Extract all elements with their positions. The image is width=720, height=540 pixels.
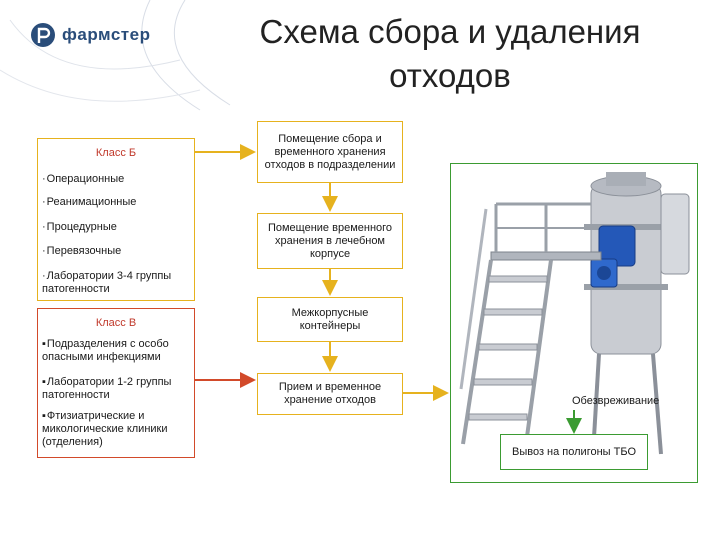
logo-name: фармстер [62,25,151,44]
class-b-item: ·Перевязочные [42,245,122,257]
flow-step-3: Межкорпусные контейнеры [257,297,403,342]
title-line-2: отходов [389,57,511,94]
class-b-item: ·Лаборатории 3-4 группы патогенности [42,270,172,295]
disinfection-equipment-image [450,163,698,483]
landfill-box: Вывоз на полигоны ТБО [500,434,648,470]
class-b-box: Класс Б ·Операционные ·Реанимационные ·П… [37,138,195,301]
class-b-item: ·Процедурные [42,221,117,233]
class-b-item: ·Операционные [42,173,125,185]
class-v-item: ▪Лаборатории 1-2 группы патогенности [42,376,172,401]
class-b-heading: Класс Б [95,147,137,159]
class-v-item: ▪Подразделения с особо опасными инфекция… [42,338,169,363]
page-title: Схема сбора и удаления отходов [190,10,710,98]
class-v-box: Класс В ▪Подразделения с особо опасными … [37,308,195,458]
title-line-1: Схема сбора и удаления [259,13,641,50]
class-v-item: ▪Фтизиатрические и микологические клиник… [42,410,168,448]
class-v-heading: Класс В [95,317,137,329]
decorative-curves [0,0,231,111]
pharmster-logo-icon [31,23,55,47]
disinfection-unit-illustration [459,172,690,455]
disinfection-label: Обезвреживание [572,395,660,407]
class-b-item: ·Реанимационные [42,196,137,208]
flow-step-1: Помещение сбора и временного хранения от… [257,121,403,183]
flow-step-4: Прием и временное хранение отходов [257,373,403,415]
flow-step-2: Помещение временного хранения в лечебном… [257,213,403,269]
brand-logo: фармстер [30,22,150,48]
